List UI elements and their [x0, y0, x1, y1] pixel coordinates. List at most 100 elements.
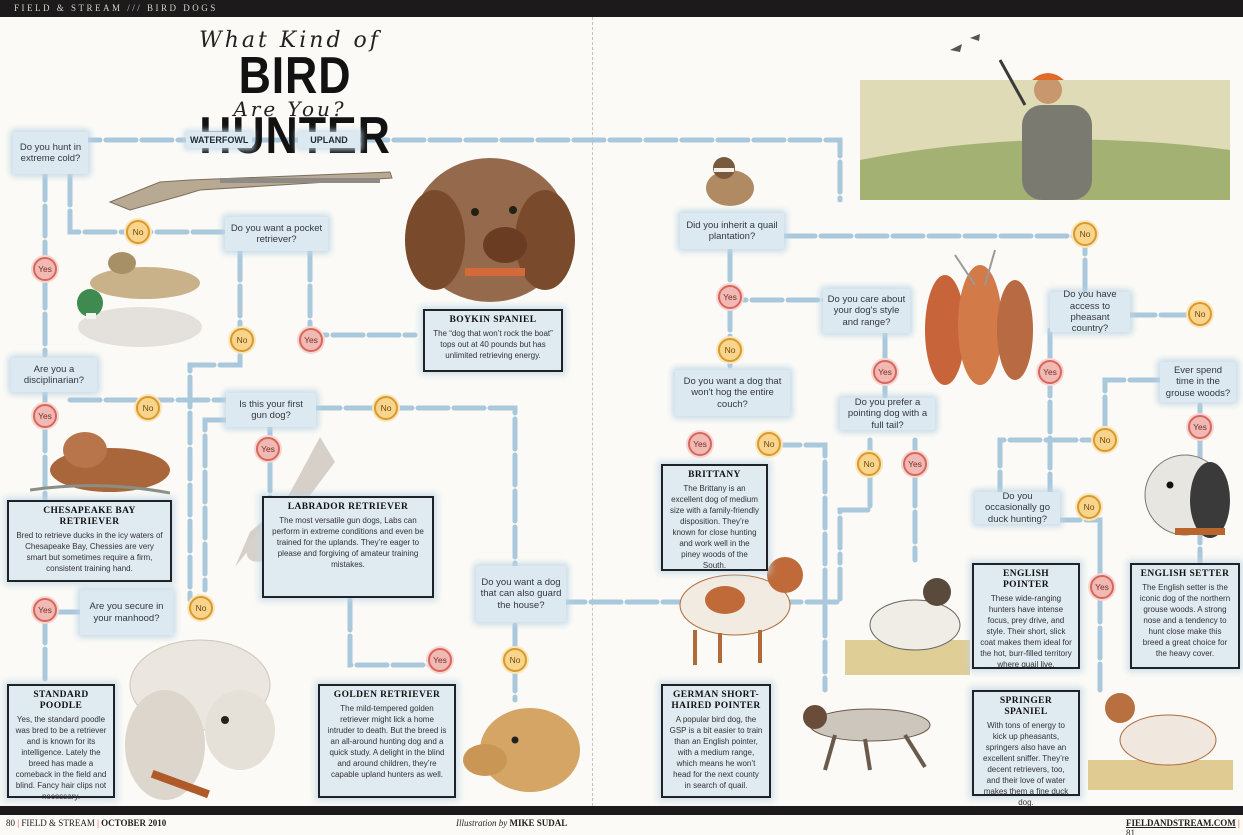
- no-badge: No: [1188, 302, 1212, 326]
- path-hog-no: [767, 442, 828, 693]
- title-line-3: Are You?: [233, 97, 347, 121]
- breed-name: CHESAPEAKE BAY RETRIEVER: [43, 506, 136, 527]
- no-badge: No: [1073, 222, 1097, 246]
- page-gutter: [592, 17, 593, 806]
- brittany-illustration: [679, 557, 803, 665]
- path-golden: [347, 597, 433, 668]
- question-full-tail: Do you prefer a pointing dog with a full…: [840, 397, 935, 431]
- hunter-field-illustration: [860, 34, 1230, 200]
- no-badge: No: [126, 220, 150, 244]
- question-manhood: Are you secure in your manhood?: [80, 590, 173, 635]
- breed-card-german-shorthaired-pointer: GERMAN SHORT-HAIRED POINTER A popular bi…: [661, 684, 771, 798]
- no-badge: No: [136, 396, 160, 420]
- footer-right: FIELDANDSTREAM.COM | 81: [1126, 818, 1243, 835]
- no-badge: No: [1093, 428, 1117, 452]
- breed-description: A popular bird dog, the GSP is a bit eas…: [669, 714, 763, 791]
- no-badge: No: [757, 432, 781, 456]
- breed-name: SPRINGER SPANIEL: [999, 696, 1053, 717]
- no-badge: No: [189, 596, 213, 620]
- section-label: FIELD & STREAM /// BIRD DOGS: [14, 3, 218, 13]
- path-manhood-left: [42, 609, 83, 688]
- breed-description: The most versatile gun dogs, Labs can pe…: [272, 515, 424, 570]
- breed-description: Bred to retrieve ducks in the icy waters…: [16, 530, 163, 573]
- yes-badge: Yes: [718, 285, 742, 309]
- yes-badge: Yes: [873, 360, 897, 384]
- breed-name: BRITTANY: [688, 470, 741, 480]
- breed-card-english-setter: ENGLISH SETTER The English setter is the…: [1130, 563, 1240, 669]
- pheasants-illustration: [925, 249, 1033, 385]
- yes-badge: Yes: [33, 257, 57, 281]
- chesapeake-illustration: [30, 432, 170, 495]
- illustration-credit: Illustration by MIKE SUDAL: [456, 818, 567, 828]
- english-pointer-illustration: [845, 578, 970, 675]
- breed-name: STANDARD POODLE: [33, 690, 89, 711]
- breed-name: GERMAN SHORT-HAIRED POINTER: [671, 690, 761, 711]
- breed-card-golden-retriever: GOLDEN RETRIEVER The mild-tempered golde…: [318, 684, 456, 798]
- path-pocket-no: [187, 352, 243, 603]
- question-style-range: Do you care about your dog's style and r…: [823, 289, 910, 333]
- no-badge: No: [1077, 495, 1101, 519]
- yes-badge: Yes: [33, 404, 57, 428]
- springer-spaniel-illustration: [1088, 693, 1233, 790]
- page-number-right: 81: [1126, 828, 1135, 835]
- golden-retriever-illustration: [463, 708, 580, 792]
- question-extreme-cold: Do you hunt in extreme cold?: [13, 132, 88, 174]
- breed-card-chesapeake-bay-retriever: CHESAPEAKE BAY RETRIEVER Bred to retriev…: [7, 500, 172, 582]
- question-quail-plantation: Did you inherit a quail plantation?: [680, 213, 784, 249]
- yes-badge: Yes: [688, 432, 712, 456]
- breed-card-standard-poodle: STANDARD POODLE Yes, the standard poodle…: [7, 684, 115, 801]
- website-link[interactable]: FIELDANDSTREAM.COM: [1126, 818, 1236, 828]
- yes-badge: Yes: [903, 452, 927, 476]
- no-badge: No: [374, 396, 398, 420]
- path-quail-down: [727, 247, 838, 303]
- tag-waterfowl: WATERFOWL: [186, 132, 252, 148]
- question-duck-hunting: Do you occasionally go duck hunting?: [975, 491, 1060, 525]
- yes-badge: Yes: [1038, 360, 1062, 384]
- question-hog-couch: Do you want a dog that won't hog the ent…: [675, 370, 790, 416]
- top-bar: FIELD & STREAM /// BIRD DOGS: [0, 0, 1243, 17]
- yes-badge: Yes: [33, 598, 57, 622]
- poodle-illustration: [125, 639, 275, 800]
- issue-date: OCTOBER 2010: [101, 818, 167, 828]
- no-badge: No: [503, 648, 527, 672]
- path-cold-no: [67, 172, 228, 235]
- question-disciplinarian: Are you a disciplinarian?: [11, 358, 97, 392]
- no-badge: No: [230, 328, 254, 352]
- question-guard-house: Do you want a dog that can also guard th…: [476, 566, 566, 622]
- question-grouse-woods: Ever spend time in the grouse woods?: [1160, 362, 1236, 402]
- breed-name: ENGLISH SETTER: [1140, 569, 1230, 579]
- question-first-gun-dog: Is this your first gun dog?: [226, 393, 316, 427]
- breed-card-labrador-retriever: LABRADOR RETRIEVER The most versatile gu…: [262, 496, 434, 598]
- yes-badge: Yes: [428, 648, 452, 672]
- duck-decoys-illustration: [77, 252, 202, 347]
- page-number-left: 80: [6, 818, 15, 828]
- shotgun-illustration: [108, 171, 393, 211]
- breed-name: LABRADOR RETRIEVER: [287, 502, 409, 512]
- breed-description: The English setter is the iconic dog of …: [1139, 582, 1231, 659]
- yes-badge: Yes: [299, 328, 323, 352]
- tag-upland: UPLAND: [298, 132, 360, 148]
- breed-name: BOYKIN SPANIEL: [449, 315, 537, 325]
- no-badge: No: [718, 338, 742, 362]
- gsp-illustration: [803, 705, 931, 771]
- credit-label: Illustration by: [456, 818, 508, 828]
- breed-card-boykin-spaniel: BOYKIN SPANIEL The “dog that won’t rock …: [423, 309, 563, 372]
- breed-card-springer-spaniel: SPRINGER SPANIEL With tons of energy to …: [972, 690, 1080, 807]
- yes-badge: Yes: [1188, 415, 1212, 439]
- breed-name: ENGLISH POINTER: [1002, 569, 1050, 590]
- boykin-spaniel-illustration: [405, 158, 575, 302]
- breed-description: With tons of energy to kick up pheasants…: [983, 720, 1069, 808]
- path-first-left: [202, 417, 228, 593]
- breed-description: The Brittany is an excellent dog of medi…: [670, 483, 759, 571]
- breed-card-english-pointer: ENGLISH POINTER These wide-ranging hunte…: [972, 563, 1080, 669]
- title-line-1: What Kind of: [199, 28, 381, 53]
- no-badge: No: [857, 452, 881, 476]
- breed-description: The “dog that won’t rock the boat” tops …: [433, 328, 553, 360]
- yes-badge: Yes: [256, 437, 280, 461]
- question-pocket-retriever: Do you want a pocket retriever?: [225, 217, 328, 251]
- credit-name: MIKE SUDAL: [509, 818, 568, 828]
- breed-description: Yes, the standard poodle was bred to be …: [15, 714, 107, 802]
- path-guard-right: [552, 557, 843, 605]
- breed-description: The mild-tempered golden retriever might…: [327, 703, 447, 780]
- yes-badge: Yes: [1090, 575, 1114, 599]
